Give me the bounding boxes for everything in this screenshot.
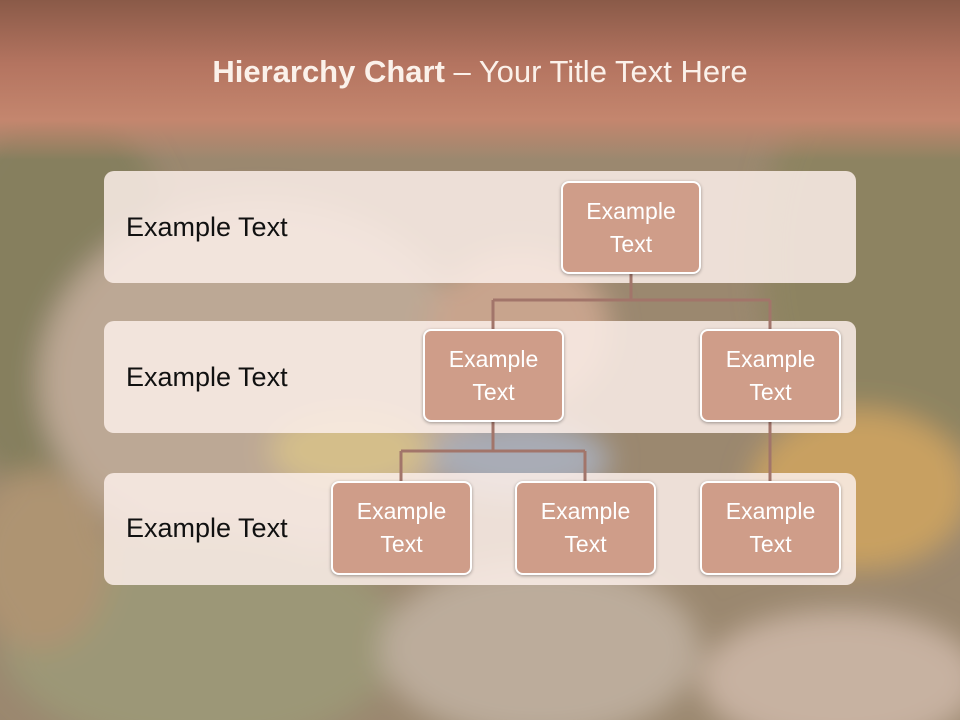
node-level3-3[interactable]: Example Text [700, 481, 841, 575]
node-level2-left[interactable]: Example Text [423, 329, 564, 422]
node-level3-2[interactable]: Example Text [515, 481, 656, 575]
node-root[interactable]: Example Text [561, 181, 701, 274]
level-label-2: Example Text [126, 362, 288, 392]
connector-root [491, 274, 772, 330]
title-band [0, 0, 960, 160]
title-rest-part: Your Title Text Here [478, 54, 748, 89]
slide-title: Hierarchy Chart – Your Title Text Here [0, 54, 960, 90]
node-level3-1[interactable]: Example Text [331, 481, 472, 575]
level-label-1: Example Text [126, 212, 288, 242]
level-band-1 [104, 171, 856, 283]
title-separator: – [444, 54, 479, 89]
title-bold-part: Hierarchy Chart [212, 54, 445, 89]
connector-left [399, 422, 587, 482]
level-label-3: Example Text [126, 513, 288, 543]
node-level2-right[interactable]: Example Text [700, 329, 841, 422]
